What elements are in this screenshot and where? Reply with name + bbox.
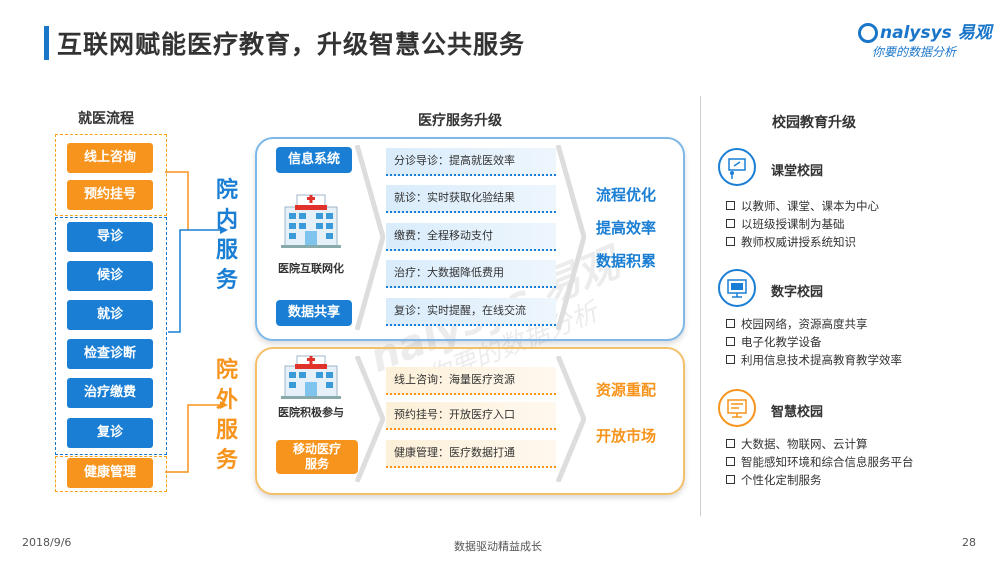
classroom-bullet-2: 以班级授课制为基础 <box>726 216 845 233</box>
page-title: 互联网赋能医疗教育，升级智慧公共服务 <box>57 30 526 59</box>
inner-item-treatment: 治疗：大数据降低费用 <box>386 260 556 288</box>
campus-heading: 校园教育升级 <box>772 115 856 131</box>
outer-item-appointment: 预约挂号：开放医疗入口 <box>386 402 556 430</box>
footer-date: 2018/9/6 <box>22 536 72 549</box>
inner-item-triage: 分诊导诊：提高就医效率 <box>386 148 556 176</box>
footer-tagline: 数据驱动精益成长 <box>454 540 542 553</box>
digital-bullet-2: 电子化教学设备 <box>726 334 822 351</box>
analysys-logo: nalysys 易观 你要的数据分析 <box>858 18 992 68</box>
flow-mid-group <box>55 217 167 455</box>
connector-outer <box>165 404 220 473</box>
flow-item-appointment: 预约挂号 <box>67 180 153 210</box>
digital-bullet-1: 校园网络，资源高度共享 <box>726 316 868 333</box>
result-open-market: 开放市场 <box>596 427 657 445</box>
logo-brand-cn: 易观 <box>957 23 992 43</box>
logo-brand: nalysys <box>880 23 952 43</box>
result-resource-realloc: 资源重配 <box>596 381 657 399</box>
screen-icon <box>718 389 756 427</box>
arrow-outer <box>220 401 228 409</box>
logo-slogan: 你要的数据分析 <box>872 45 957 59</box>
inner-upgrade-panel <box>255 137 685 341</box>
flow-item-guide: 导诊 <box>67 222 153 252</box>
connector-top <box>165 171 189 230</box>
result-efficiency: 提高效率 <box>596 219 657 237</box>
flow-connectors <box>165 171 228 473</box>
inner-item-revisit: 复诊：实时提醒，在线交流 <box>386 298 556 326</box>
smart-bullet-3: 个性化定制服务 <box>726 472 822 489</box>
flow-heading: 就医流程 <box>78 111 134 127</box>
inner-service-label: 院内服务 <box>215 178 238 293</box>
classroom-bullet-1: 以教师、课堂、课本为中心 <box>726 198 879 215</box>
outer-item-health: 健康管理：医疗数据打通 <box>386 440 556 468</box>
chip-data-share: 数据共享 <box>276 300 352 326</box>
result-flow-optimize: 流程优化 <box>596 186 657 204</box>
chip-info-system: 信息系统 <box>276 147 352 173</box>
column-divider <box>700 96 701 516</box>
smart-bullet-1: 大数据、物联网、云计算 <box>726 436 868 453</box>
outer-upgrade-panel <box>255 347 685 495</box>
hospital-participate-label: 医院积极参与 <box>278 406 344 419</box>
arrow-inner <box>220 226 228 234</box>
flow-item-health: 健康管理 <box>67 458 153 488</box>
flow-item-diagnosis: 检查诊断 <box>67 339 153 369</box>
logo-a-icon <box>858 23 878 43</box>
smart-bullet-2: 智能感知环境和综合信息服务平台 <box>726 454 914 471</box>
flow-item-online-consult: 线上咨询 <box>67 143 153 173</box>
flow-bottom-group <box>55 456 167 492</box>
outer-right-chevron <box>556 356 586 482</box>
flow-item-visit: 就诊 <box>67 300 153 330</box>
outer-left-chevron <box>355 356 385 482</box>
flow-top-group <box>55 134 167 216</box>
flow-item-payment: 治疗缴费 <box>67 378 153 408</box>
classroom-bullet-3: 教师权威讲授系统知识 <box>726 234 856 251</box>
campus-smart-title: 智慧校园 <box>771 405 824 420</box>
title-accent-bar <box>44 26 49 60</box>
campus-classroom-title: 课堂校园 <box>771 164 824 179</box>
classroom-icon <box>718 148 756 186</box>
footer-page-number: 28 <box>962 536 976 549</box>
flow-item-revisit: 复诊 <box>67 418 153 448</box>
monitor-icon <box>718 269 756 307</box>
upgrade-heading: 医疗服务升级 <box>418 113 502 129</box>
hospital-icon <box>281 194 341 248</box>
result-data-accumulate: 数据积累 <box>596 252 657 270</box>
inner-right-chevron <box>556 145 586 330</box>
connector-inner <box>168 229 220 333</box>
outer-item-consult: 线上咨询：海量医疗资源 <box>386 367 556 395</box>
digital-bullet-3: 利用信息技术提高教育教学效率 <box>726 352 902 369</box>
inner-left-chevron <box>355 145 385 330</box>
inner-item-visit: 就诊：实时获取化验结果 <box>386 185 556 213</box>
flow-item-wait: 候诊 <box>67 261 153 291</box>
hospital-outer-icon <box>281 355 341 399</box>
outer-service-label: 院外服务 <box>215 358 238 473</box>
hospital-internet-label: 医院互联网化 <box>278 262 344 275</box>
inner-item-payment: 缴费：全程移动支付 <box>386 223 556 251</box>
chip-mobile-medical: 移动医疗服务 <box>276 440 358 474</box>
campus-digital-title: 数字校园 <box>771 285 824 300</box>
